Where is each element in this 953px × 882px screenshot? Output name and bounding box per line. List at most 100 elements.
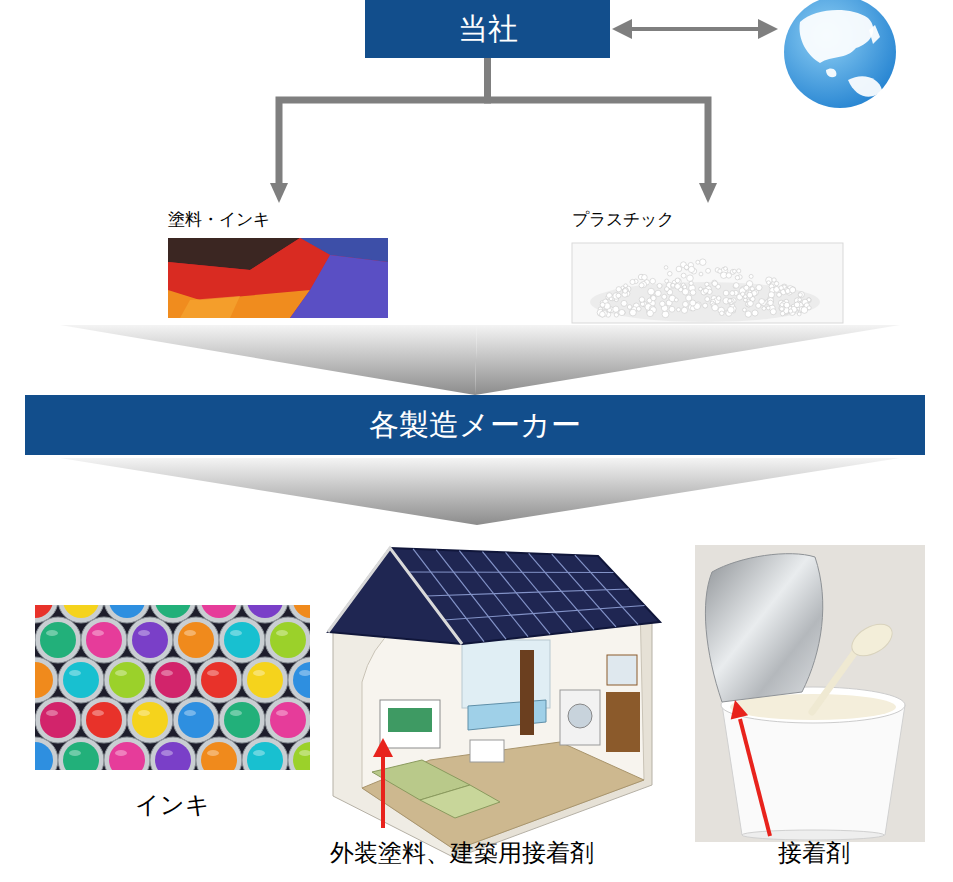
paint-can-rim	[81, 617, 127, 663]
globe-icon-part	[784, 0, 896, 108]
paint-can-rim	[35, 657, 58, 703]
plastic-pellet	[798, 293, 802, 297]
house-illustration-part	[560, 690, 600, 745]
paint-can-rim	[81, 697, 127, 743]
paint-can-paint	[201, 662, 237, 698]
plastic-pellet	[627, 305, 632, 310]
paint-can-shine	[92, 630, 104, 636]
pellet-photo-part	[590, 282, 820, 322]
paint-cans-photo	[35, 605, 310, 770]
plastic-pellet	[774, 287, 780, 293]
paint-can	[104, 657, 150, 703]
plastic-pellet	[794, 302, 800, 308]
plastic-pellet	[789, 309, 793, 313]
plastic-pellet	[619, 309, 625, 315]
paint-can-paint	[293, 742, 310, 770]
plastic-pellet	[699, 287, 703, 291]
double-arrow	[612, 19, 778, 39]
paint-can-paint	[270, 622, 306, 658]
paint-can-rim	[288, 657, 310, 703]
plastic-pellet	[616, 293, 621, 298]
plastic-pellet	[747, 292, 753, 298]
leader-arrow	[731, 700, 770, 836]
plastic-pellet	[613, 306, 619, 312]
paint-can-rim	[288, 737, 310, 770]
paint-can-shine	[207, 670, 219, 676]
paint-can-rim	[35, 697, 81, 743]
plastic-pellet	[747, 301, 753, 307]
yogurt-photo-part	[846, 618, 897, 663]
paint-can-shine	[161, 670, 173, 676]
paint-can-paint	[293, 662, 310, 698]
paint-can-rim	[265, 697, 310, 743]
plastic-pellet	[688, 266, 694, 272]
plastic-pellet	[699, 259, 706, 266]
plastic-pellet	[655, 290, 661, 296]
plastic-pellet	[616, 287, 621, 292]
plastic-pellet	[767, 281, 771, 285]
paint-can-rim	[219, 697, 265, 743]
flow-arrow	[279, 58, 488, 191]
leader-arrow-part	[381, 754, 385, 828]
plastic-pellet	[630, 279, 635, 284]
paint-can-paint	[109, 605, 145, 618]
yogurt-photo-part	[705, 554, 822, 702]
paint-can-shine	[115, 750, 127, 756]
plastic-pellet	[609, 297, 613, 301]
leader-arrow	[373, 738, 393, 828]
paint-can-paint	[155, 605, 191, 618]
plastic-pellet	[728, 298, 734, 304]
product-panel: 塗料・インキ	[168, 203, 390, 325]
node-text: 当社	[458, 10, 518, 48]
paint-can-paint	[178, 622, 214, 658]
plastic-pellet	[689, 281, 693, 285]
plastic-pellet	[733, 283, 739, 289]
paint-can-rim	[242, 737, 288, 770]
paint-can-rim	[104, 657, 150, 703]
paint-can-shine	[46, 710, 58, 716]
plastic-pellet	[778, 300, 784, 306]
plastic-pellet	[798, 292, 804, 298]
paint-can	[219, 697, 265, 743]
paint-can	[127, 617, 173, 663]
paint-can	[81, 617, 127, 663]
node-text: プラスチック	[572, 209, 674, 230]
paint-can-rim	[127, 617, 173, 663]
plastic-pellet	[662, 294, 667, 299]
plastic-pellet	[745, 311, 751, 317]
plastic-pellet	[735, 276, 739, 280]
house-illustration-part	[388, 708, 432, 732]
plastic-pellet	[647, 310, 654, 317]
plastic-pellet	[756, 285, 762, 291]
paint-can-paint	[40, 702, 76, 738]
paint-can-paint	[247, 662, 283, 698]
plastic-pellet	[774, 287, 779, 292]
plastic-pellet	[675, 278, 680, 283]
plastic-pellet	[780, 307, 784, 311]
paint-can-rim	[150, 657, 196, 703]
pellet-photo-part	[572, 243, 843, 323]
globe-icon-part	[869, 25, 880, 44]
pigment-photo	[168, 238, 388, 318]
paint-can-shine	[299, 670, 310, 676]
house-illustration-part	[606, 692, 640, 752]
product-panel: プラスチック	[572, 203, 844, 325]
paint-can-shine	[92, 710, 104, 716]
paint-can-shine	[161, 750, 173, 756]
plastic-pellet	[699, 272, 703, 276]
house-illustration-part	[607, 655, 637, 685]
paint-can-rim	[196, 657, 242, 703]
paint-can-shine	[69, 670, 81, 676]
plastic-pellet	[732, 269, 736, 273]
plastic-pellet	[600, 311, 606, 317]
node-text: 塗料・インキ	[168, 209, 270, 230]
paint-can-shine	[253, 750, 265, 756]
solar-cell-line	[426, 589, 629, 596]
plastic-pellet	[614, 313, 618, 317]
double-arrow-part	[758, 19, 778, 39]
double-arrow-part	[626, 27, 764, 31]
plastic-pellet	[690, 300, 696, 306]
plastic-pellet	[650, 278, 656, 284]
globe-icon-part	[800, 10, 874, 63]
